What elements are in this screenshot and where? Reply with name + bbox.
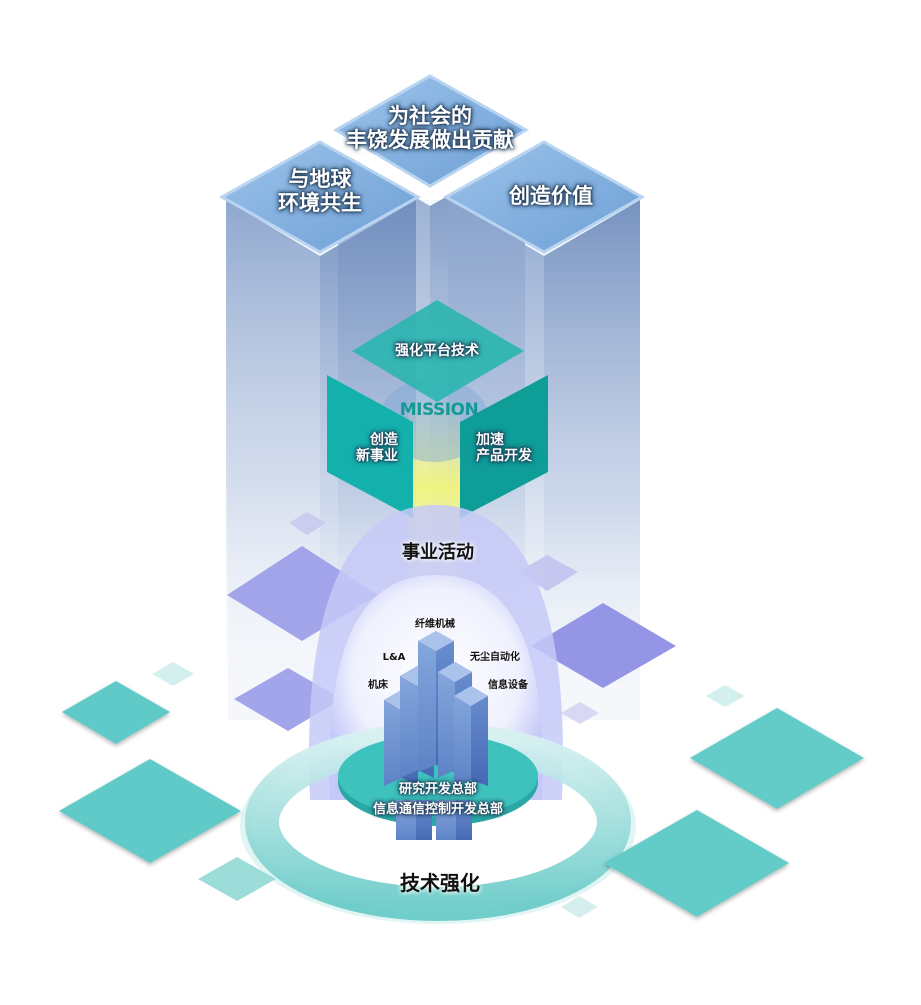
building-info-equipment: [454, 686, 471, 786]
teal-tile: [690, 708, 864, 809]
teal-tile-small: [706, 685, 745, 707]
teal-tile-small: [152, 662, 194, 686]
segment-la: L&A: [382, 652, 406, 663]
violet-tile-small: [561, 702, 599, 724]
mission-left-face: [327, 375, 413, 518]
mission-left-line2: 新事业: [356, 448, 398, 465]
mission-cube: [327, 300, 548, 518]
mission-top-face: [352, 300, 524, 402]
teal-tile-small: [561, 896, 598, 918]
building-cleanroom: [438, 662, 455, 778]
mission-right-label: 加速 产品开发: [476, 432, 556, 464]
value-create: 创造价值: [476, 184, 626, 208]
mission-left-line1: 创造: [370, 432, 398, 448]
rnd-hq-line1: 研究开发总部: [398, 782, 477, 797]
violet-tile-small: [289, 512, 326, 535]
teal-tile-small: [198, 857, 276, 901]
value-create-line1: 创造价值: [509, 184, 593, 208]
technology-title: 技术强化: [400, 871, 480, 895]
mission-top-label: 强化平台技术: [395, 343, 479, 359]
building-textile: [418, 631, 436, 772]
buildings-lower: [396, 800, 472, 840]
violet-tile-small: [518, 555, 578, 591]
teal-tile: [59, 759, 241, 863]
rnd-hq-line2: 信息通信控制开发总部: [372, 802, 503, 818]
value-society-line2: 丰饶发展做出贡献: [346, 128, 514, 153]
teal-tile: [62, 681, 170, 744]
value-environment-line1: 与地球: [288, 167, 352, 191]
mission-right-face: [460, 375, 548, 518]
business-title: 事业活动: [402, 542, 474, 563]
segment-machine-tool: 机床: [368, 680, 388, 691]
mission-right-line1: 加速: [476, 432, 504, 448]
violet-tile: [531, 603, 676, 688]
segment-info-equipment: 信息设备: [488, 680, 528, 691]
building-machine-tool: [384, 690, 402, 786]
segment-textile: 纤维机械: [415, 619, 455, 630]
value-environment: 与地球 环境共生: [245, 167, 395, 215]
value-environment-line2: 环境共生: [278, 191, 362, 216]
business-buildings: [384, 631, 488, 786]
mission-title: MISSION: [399, 400, 479, 420]
rnd-headquarters: 研究开发总部 信息通信控制开发总部: [338, 780, 538, 820]
segment-cleanroom: 无尘自动化: [470, 652, 520, 663]
value-society: 为社会的 丰饶发展做出贡献: [330, 104, 530, 152]
value-society-line1: 为社会的: [388, 104, 472, 128]
building-la: [400, 666, 418, 778]
mission-right-line2: 产品开发: [476, 448, 532, 465]
teal-tile: [604, 810, 789, 917]
mission-left-label: 创造 新事业: [340, 432, 398, 464]
